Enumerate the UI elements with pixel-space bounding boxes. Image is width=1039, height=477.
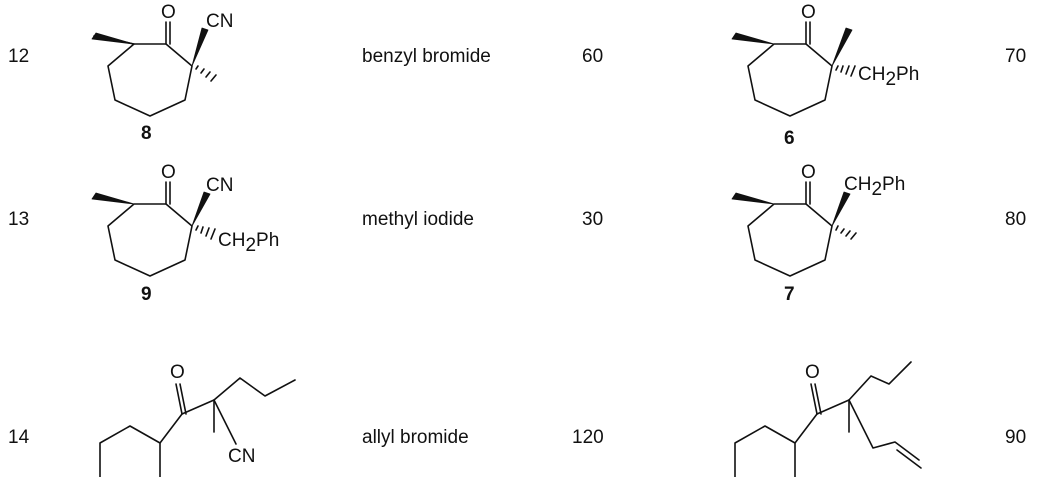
benzyl-label: CH2Ph xyxy=(858,64,919,90)
result-value: 70 xyxy=(1005,46,1027,67)
reaction-value: 60 xyxy=(582,46,604,67)
product-structure-6: O CH2Ph xyxy=(731,2,919,117)
oxygen-label: O xyxy=(170,362,185,383)
oxygen-label: O xyxy=(161,162,176,183)
result-value: 80 xyxy=(1005,209,1027,230)
entry-number: 13 xyxy=(8,209,30,230)
benzyl-label: CH2Ph xyxy=(218,230,279,256)
substrate-structure-8: O CN xyxy=(91,2,233,117)
benzyl-label: CH2Ph xyxy=(844,174,905,200)
product-structure-7: O CH2Ph xyxy=(731,162,905,277)
reagent-name: benzyl bromide xyxy=(362,46,491,67)
compound-number: 7 xyxy=(784,284,795,305)
substrate-structure-9: O CN CH2Ph xyxy=(91,162,279,277)
oxygen-label: O xyxy=(801,162,816,183)
substrate-structure-cyclohexyl-ketone-nitrile: O CN xyxy=(99,362,296,477)
compound-number: 6 xyxy=(784,128,795,149)
entry-number: 12 xyxy=(8,46,30,67)
product-structure-allyl-ketone: O xyxy=(734,361,922,477)
reaction-value: 30 xyxy=(582,209,604,230)
reagent-name: allyl bromide xyxy=(362,427,469,448)
entry-number: 14 xyxy=(8,427,30,448)
reagent-name: methyl iodide xyxy=(362,209,474,230)
nitrile-label: CN xyxy=(206,11,233,32)
oxygen-label: O xyxy=(801,2,816,23)
oxygen-label: O xyxy=(161,2,176,23)
nitrile-label: CN xyxy=(206,175,233,196)
result-value: 90 xyxy=(1005,427,1027,448)
nitrile-label: CN xyxy=(228,446,255,467)
oxygen-label: O xyxy=(805,362,820,383)
compound-number: 9 xyxy=(141,284,152,305)
compound-number: 8 xyxy=(141,123,152,144)
reaction-value: 120 xyxy=(572,427,604,448)
